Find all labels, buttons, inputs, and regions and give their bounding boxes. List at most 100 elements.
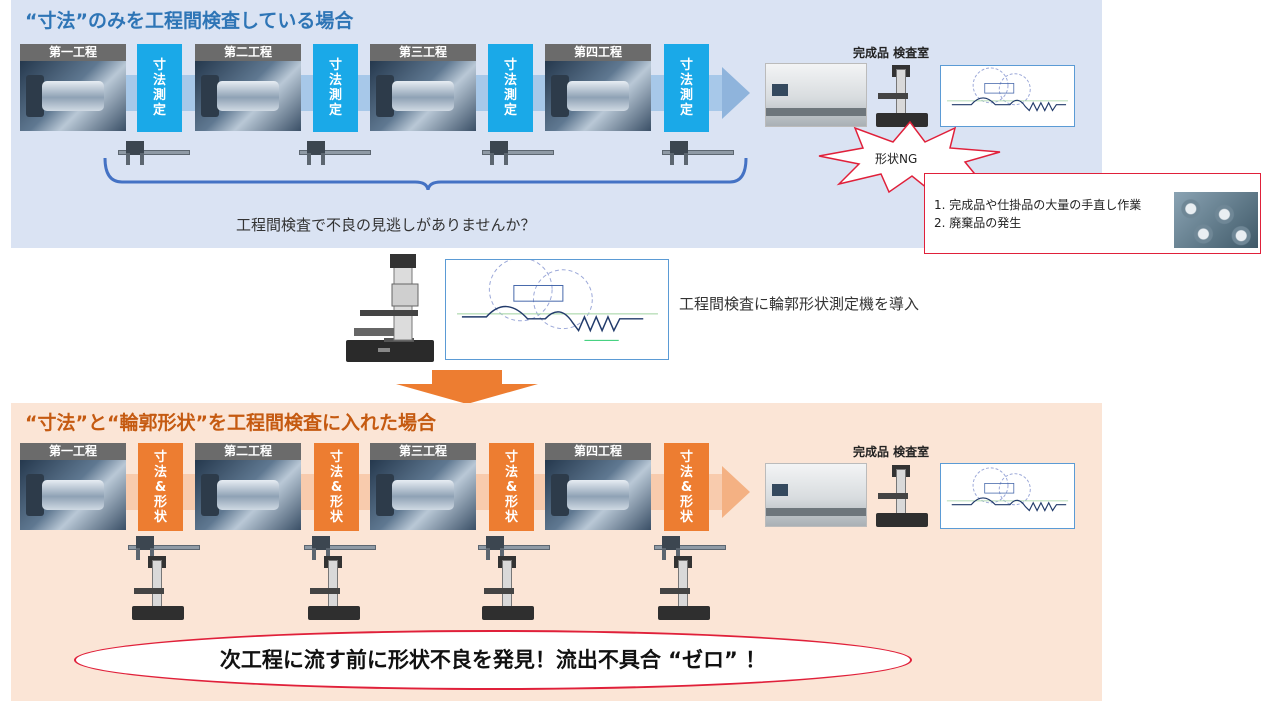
measure-char: 寸 [329, 449, 343, 465]
step-label: 第四工程 [545, 443, 651, 460]
measure-char: 法 [329, 464, 343, 480]
step-label: 第三工程 [370, 443, 476, 460]
measure-char: 寸 [679, 58, 693, 73]
bottom-step-1: 第一工程 [20, 443, 126, 530]
contour-profile-graph [940, 463, 1075, 529]
measure-char: 状 [153, 509, 167, 525]
top-question: 工程間検査で不良の見逃しがありませんか？ [236, 216, 536, 234]
bottom-step-3: 第三工程 [370, 443, 476, 530]
contour-machine-icon [654, 556, 714, 620]
top-step-3: 第三工程 [370, 44, 476, 131]
contour-machine-icon [872, 65, 932, 127]
contour-profile-graph [445, 259, 669, 360]
machining-photo [370, 460, 476, 530]
machining-photo [545, 61, 651, 131]
final-inspection-label: 完成品 検査室 [853, 46, 930, 60]
lab-photo [765, 63, 867, 127]
machining-photo [20, 61, 126, 131]
top-flow-arrow-head [722, 67, 750, 119]
bottom-flow-arrow-head [722, 466, 750, 518]
top-measure-box-1: 寸法測定 [137, 44, 182, 132]
measure-char: 法 [679, 464, 693, 480]
issue-box: 1. 完成品や仕掛品の大量の手直し作業 2. 廃棄品の発生 [924, 173, 1261, 254]
machining-photo [20, 460, 126, 530]
caliper-icon [118, 139, 190, 165]
measure-char: 状 [329, 509, 343, 525]
result-ellipse [74, 630, 912, 690]
measure-char: & [330, 479, 343, 495]
step-label: 第一工程 [20, 443, 126, 460]
bottom-step-2: 第二工程 [195, 443, 301, 530]
measure-char: 定 [503, 103, 517, 118]
top-step-2: 第二工程 [195, 44, 301, 131]
contour-machine-icon [478, 556, 538, 620]
step-label: 第二工程 [195, 44, 301, 61]
contour-machine-icon [304, 556, 364, 620]
measure-char: 法 [504, 464, 518, 480]
measure-char: 形 [504, 494, 518, 510]
measure-char: 寸 [679, 449, 693, 465]
top-step-4: 第四工程 [545, 44, 651, 131]
step-label: 第一工程 [20, 44, 126, 61]
top-measure-box-3: 寸法測定 [488, 44, 533, 132]
issue-item: 1. 完成品や仕掛品の大量の手直し作業 [934, 198, 1142, 212]
measure-char: 形 [329, 494, 343, 510]
final-inspection-label: 完成品 検査室 [853, 445, 930, 459]
measure-char: 測 [503, 88, 517, 103]
caliper-icon [304, 534, 376, 560]
measure-char: 定 [328, 103, 342, 118]
step-label: 第四工程 [545, 44, 651, 61]
measure-char: 定 [152, 103, 166, 118]
result-text: 次工程に流す前に形状不良を発見！流出不具合 “ゼロ” ！ [219, 648, 767, 672]
contour-machine-icon [346, 254, 434, 362]
bottom-measure-box-4: 寸法&形状 [664, 443, 709, 531]
caliper-icon [654, 534, 726, 560]
measure-char: 法 [503, 73, 517, 88]
measure-char: 法 [679, 73, 693, 88]
contour-machine-icon [872, 465, 932, 527]
brace-icon [103, 157, 748, 190]
measure-char: 寸 [153, 449, 167, 465]
machining-photo [195, 61, 301, 131]
measure-char: 形 [153, 494, 167, 510]
down-arrow-icon [396, 370, 538, 404]
top-step-1: 第一工程 [20, 44, 126, 131]
measure-char: 寸 [152, 58, 166, 73]
bottom-step-4: 第四工程 [545, 443, 651, 530]
measure-char: 状 [504, 509, 518, 525]
measure-char: 寸 [328, 58, 342, 73]
measure-char: & [680, 479, 693, 495]
intro-text: 工程間検査に輪郭形状測定機を導入 [679, 295, 920, 313]
issue-list: 1. 完成品や仕掛品の大量の手直し作業 2. 廃棄品の発生 [934, 196, 1141, 232]
measure-char: 測 [152, 88, 166, 103]
measure-char: 寸 [504, 449, 518, 465]
top-title: “寸法”のみを工程間検査している場合 [25, 10, 354, 32]
machining-photo [370, 61, 476, 131]
ng-label: 形状NG [875, 152, 918, 166]
bottom-measure-box-1: 寸法&形状 [138, 443, 183, 531]
bottom-title: “寸法”と“輪郭形状”を工程間検査に入れた場合 [25, 412, 436, 434]
measure-char: 法 [152, 73, 166, 88]
top-measure-box-2: 寸法測定 [313, 44, 358, 132]
parts-pile-photo [1174, 192, 1258, 248]
measure-char: 測 [679, 88, 693, 103]
caliper-icon [128, 534, 200, 560]
caliper-icon [478, 534, 550, 560]
bottom-measure-box-2: 寸法&形状 [314, 443, 359, 531]
lab-photo [765, 463, 867, 527]
measure-char: 状 [679, 509, 693, 525]
machining-photo [545, 460, 651, 530]
contour-machine-icon [128, 556, 188, 620]
measure-char: 測 [328, 88, 342, 103]
bottom-measure-box-3: 寸法&形状 [489, 443, 534, 531]
measure-char: 法 [328, 73, 342, 88]
measure-char: 法 [153, 464, 167, 480]
caliper-icon [482, 139, 554, 165]
issue-item: 2. 廃棄品の発生 [934, 216, 1022, 230]
measure-char: & [154, 479, 167, 495]
contour-profile-graph [940, 65, 1075, 127]
machining-photo [195, 460, 301, 530]
caliper-icon [299, 139, 371, 165]
measure-char: & [505, 479, 518, 495]
step-label: 第三工程 [370, 44, 476, 61]
